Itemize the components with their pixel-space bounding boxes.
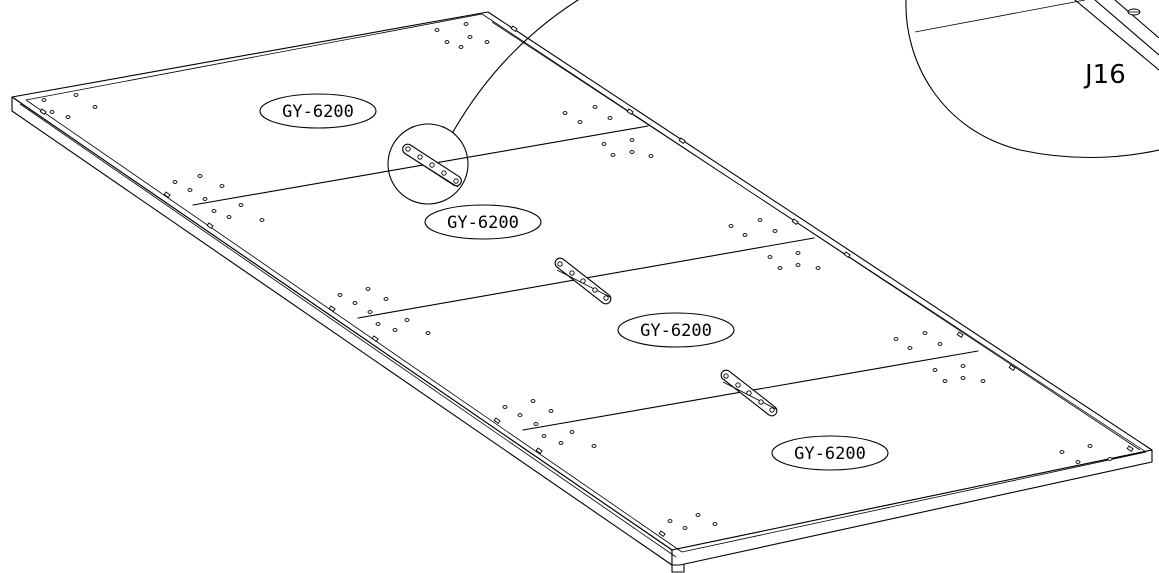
callout-label: J16: [1083, 60, 1126, 90]
shelf-frame: [11, 11, 1153, 573]
rail-slots: [39, 25, 1134, 537]
panel-label-2: GY-6200: [424, 204, 542, 240]
callout-leader: [452, 0, 579, 133]
connector-plate-2: [554, 257, 612, 305]
panel-label-1: GY-6200: [259, 93, 377, 129]
svg-text:GY-6200: GY-6200: [794, 444, 866, 464]
svg-text:GY-6200: GY-6200: [640, 321, 712, 341]
screw-holes: [41, 22, 1113, 530]
panel-label-4: GY-6200: [771, 435, 889, 471]
panel-label-3: GY-6200: [617, 312, 735, 348]
connector-plate-3: [720, 369, 778, 417]
seam-1: [192, 125, 649, 206]
front-right-edge: [671, 449, 1153, 566]
connector-plate-1: [402, 143, 462, 188]
detail-callout: J16: [387, 0, 1159, 205]
detail-circle-large: [905, 0, 1159, 159]
svg-text:GY-6200: GY-6200: [447, 213, 519, 233]
svg-text:GY-6200: GY-6200: [282, 102, 354, 122]
detail-circle-small: [387, 123, 469, 205]
